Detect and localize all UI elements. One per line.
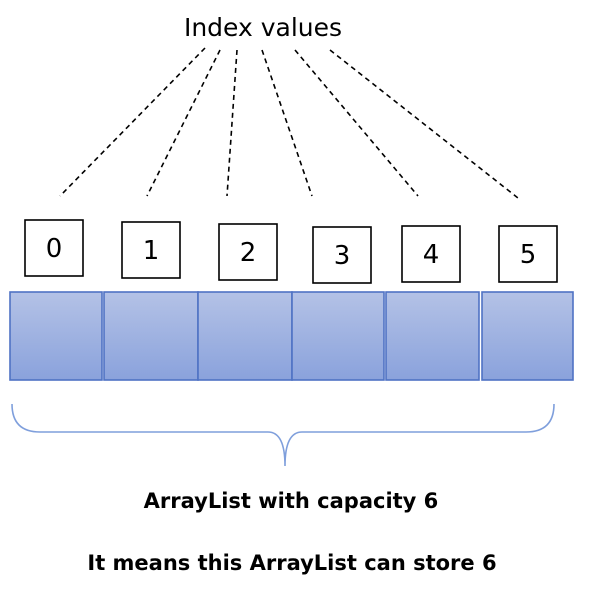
- diagram-title: Index values: [184, 13, 342, 42]
- index-label-2: 2: [240, 238, 257, 268]
- index-label-1: 1: [143, 236, 160, 266]
- index-box-0: [24, 219, 84, 277]
- index-box-1: [121, 221, 181, 279]
- index-connector-3: [261, 49, 313, 197]
- index-connector-4: [294, 49, 419, 197]
- index-label-3: 3: [334, 241, 351, 271]
- caption-storage: It means this ArrayList can store 6: [87, 551, 496, 575]
- index-connectors: [59, 47, 519, 199]
- index-connector-2: [226, 49, 238, 197]
- array-cell-0: [9, 291, 103, 381]
- capacity-brace: [11, 403, 555, 467]
- index-box-3: [312, 226, 372, 284]
- index-label-5: 5: [520, 240, 537, 270]
- index-label-4: 4: [423, 240, 440, 270]
- array-cell-2: [197, 291, 293, 381]
- index-connector-1: [146, 49, 221, 197]
- index-box-2: [218, 223, 278, 281]
- array-cell-3: [291, 291, 385, 381]
- array-cell-5: [481, 291, 574, 381]
- index-boxes: 0 1 2 3 4 5: [24, 219, 558, 284]
- index-connector-0: [59, 47, 206, 197]
- index-box-4: [401, 225, 461, 283]
- array-cells: [9, 291, 574, 381]
- caption-capacity: ArrayList with capacity 6: [144, 489, 439, 513]
- index-box-5: [498, 225, 558, 283]
- index-connector-5: [329, 49, 519, 199]
- index-label-0: 0: [46, 234, 63, 264]
- array-cell-4: [385, 291, 480, 381]
- array-cell-1: [103, 291, 199, 381]
